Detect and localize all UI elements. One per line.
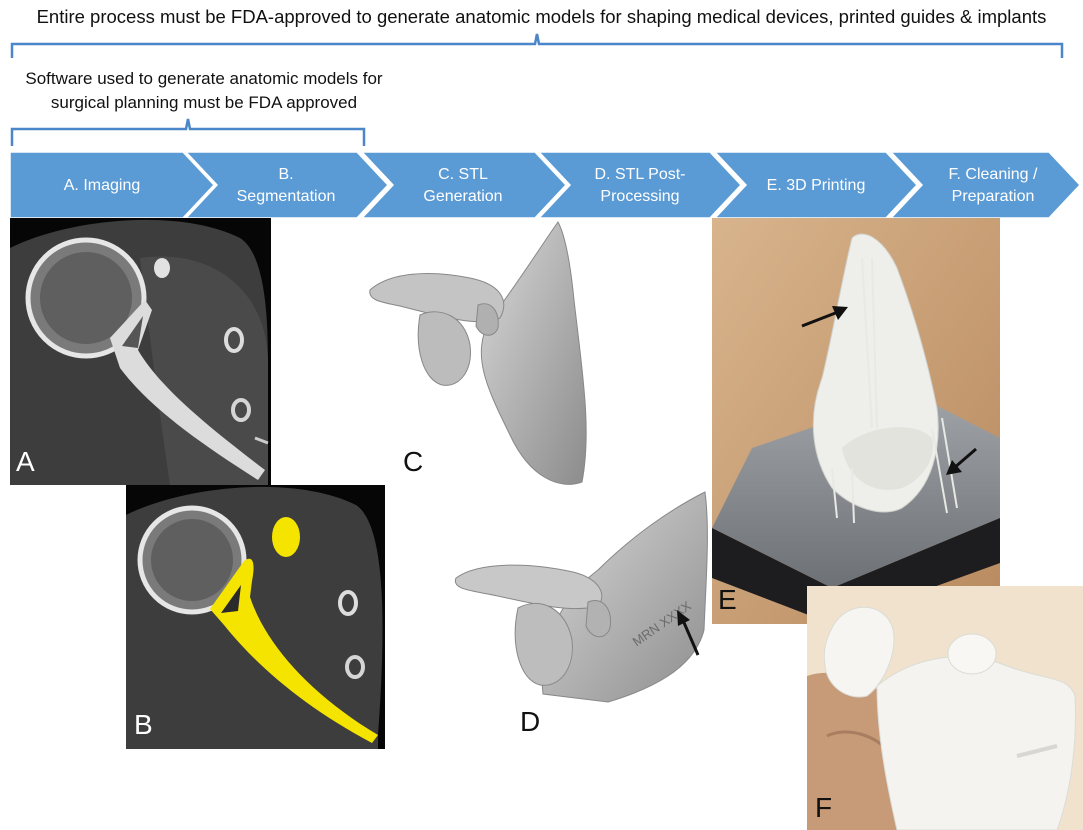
step-segmentation-line2: Segmentation [237, 188, 336, 205]
step-imaging-label: A. Imaging [64, 177, 140, 194]
software-note-line-2: surgical planning must be FDA approved [4, 91, 404, 115]
panel-label-e: E [718, 584, 737, 616]
process-bracket [12, 34, 1062, 58]
step-cleaning-preparation: F. Cleaning / Preparation [891, 152, 1080, 218]
panel-d-post-processed-model: MRN XXXX [448, 490, 718, 710]
step-stl-post-processing-line2: Processing [600, 188, 679, 205]
arrow-icon [944, 446, 980, 478]
panel-a-ct-image: A [10, 218, 271, 485]
software-note-line-1: Software used to generate anatomic model… [4, 67, 404, 91]
panel-c-stl-model [360, 220, 600, 490]
panel-f-cleaned-model-photo: F [807, 586, 1083, 830]
panel-b-segmentation-image: B [126, 485, 385, 749]
panel-e-3d-print-photo: E [712, 218, 1000, 624]
step-stl-generation-line1: C. STL [438, 166, 488, 183]
arrow-icon [800, 304, 850, 330]
printed-model-illustration [712, 218, 1000, 624]
step-stl-post-processing-line1: D. STL Post- [595, 166, 686, 183]
step-cleaning-line2: Preparation [952, 188, 1035, 205]
step-3d-printing: E. 3D Printing [715, 152, 917, 218]
workflow-chevrons: A. Imaging B. Segmentation C. STL Genera… [0, 146, 1083, 218]
step-segmentation: B. Segmentation [186, 152, 388, 218]
step-3d-printing-label: E. 3D Printing [767, 177, 866, 194]
arrow-icon [672, 608, 706, 658]
step-stl-generation: C. STL Generation [362, 152, 566, 218]
panel-label-b: B [134, 709, 153, 741]
segmentation-illustration [126, 485, 385, 749]
ct-scan-illustration [10, 218, 271, 485]
step-stl-post-processing: D. STL Post- Processing [539, 152, 741, 218]
step-cleaning-line1: F. Cleaning / [949, 166, 1038, 183]
panel-label-a: A [16, 446, 35, 478]
software-bracket [12, 119, 364, 146]
step-stl-generation-line2: Generation [423, 188, 502, 205]
step-segmentation-line1: B. [278, 166, 293, 183]
panel-label-f: F [815, 792, 832, 824]
software-note: Software used to generate anatomic model… [4, 67, 404, 115]
panel-label-c: C [403, 446, 423, 478]
panel-label-d: D [520, 706, 540, 738]
step-imaging: A. Imaging [10, 152, 214, 218]
hand-model-illustration [807, 586, 1083, 830]
